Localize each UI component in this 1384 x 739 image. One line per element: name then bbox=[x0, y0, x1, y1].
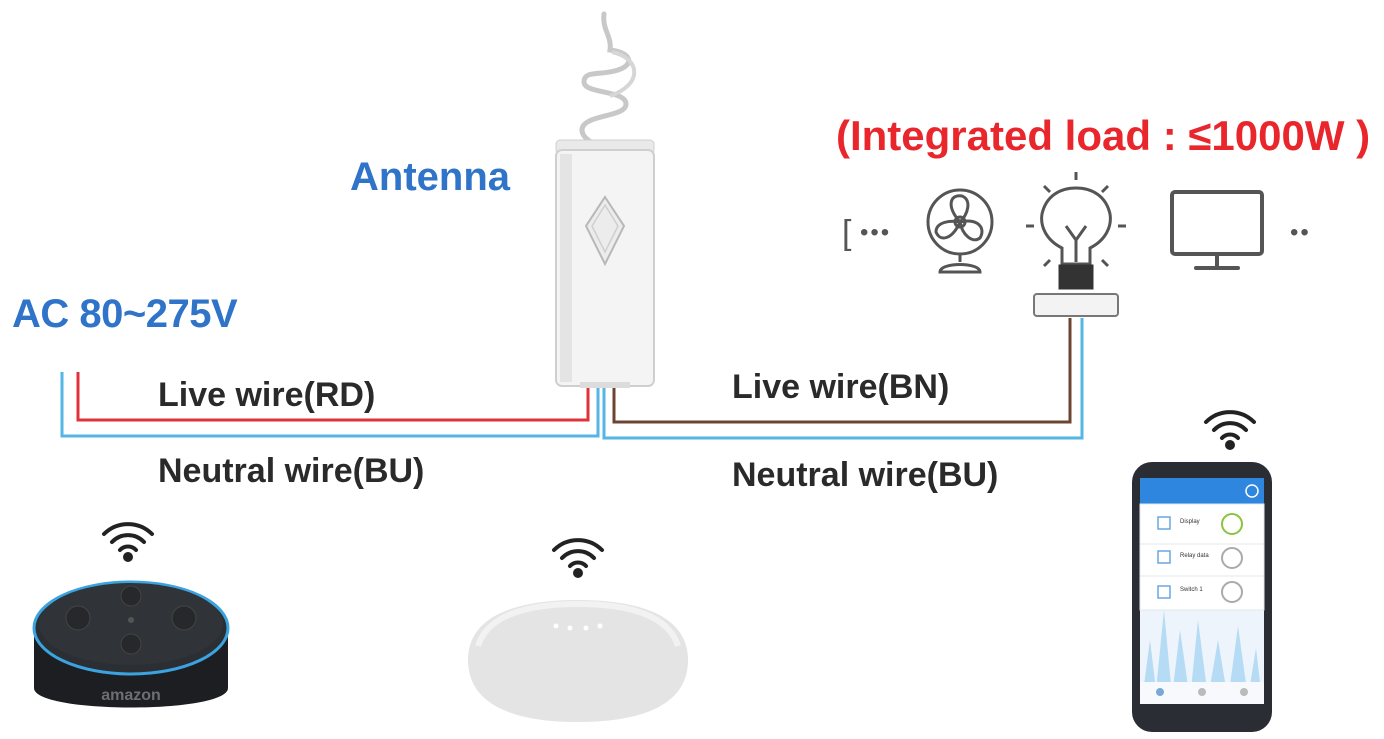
live-wire-right-label: Live wire(BN) bbox=[732, 368, 950, 406]
load-trailing-dots: •• bbox=[1290, 219, 1311, 246]
wifi-icon bbox=[552, 538, 604, 578]
smartphone-icon bbox=[1132, 462, 1272, 732]
right-neutral-wire bbox=[602, 318, 1084, 440]
antenna-label: Antenna bbox=[350, 155, 510, 199]
wiring bbox=[60, 318, 1084, 440]
neutral-wire-right-label: Neutral wire(BU) bbox=[732, 456, 999, 494]
phone-item-2: Relay data bbox=[1180, 553, 1209, 559]
left-neutral-wire bbox=[60, 372, 600, 438]
echo-brand-text: amazon bbox=[101, 687, 161, 704]
wifi-icon bbox=[1204, 410, 1256, 450]
neutral-wire-left-label: Neutral wire(BU) bbox=[158, 452, 425, 490]
switch-button-icon bbox=[584, 195, 626, 267]
integrated-load-label: (Integrated load : ≤1000W ) bbox=[836, 112, 1371, 159]
load-open-bracket: [ bbox=[842, 214, 852, 252]
load-leading-dots: ••• bbox=[860, 219, 891, 246]
nest-speaker-icon bbox=[468, 600, 688, 722]
fan-icon bbox=[926, 188, 994, 274]
antenna-icon bbox=[579, 11, 637, 153]
monitor-icon bbox=[1170, 190, 1264, 270]
phone-item-1: Display bbox=[1180, 519, 1200, 525]
wifi-icon bbox=[102, 522, 154, 562]
phone-item-3: Switch 1 bbox=[1180, 587, 1203, 593]
left-live-wire bbox=[76, 372, 590, 422]
live-wire-left-label: Live wire(RD) bbox=[158, 376, 376, 414]
bulb-icon bbox=[1026, 172, 1126, 317]
echo-speaker-icon bbox=[32, 580, 230, 708]
right-live-wire bbox=[612, 318, 1072, 424]
ac-voltage-label: AC 80~275V bbox=[12, 292, 238, 336]
smart-switch-module bbox=[555, 139, 655, 388]
